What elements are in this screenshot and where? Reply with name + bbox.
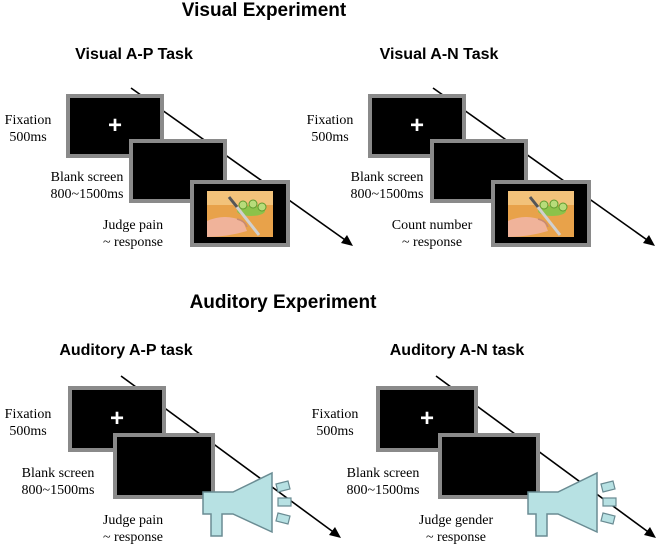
- fixation-cross-icon: +: [409, 112, 425, 139]
- visual-ap-title: Visual A-P Task: [75, 46, 193, 63]
- auditory-an-blank-screen: [438, 433, 540, 499]
- auditory-ap-blank-screen: [113, 433, 215, 499]
- visual-ap-stimulus-screen: [190, 180, 290, 247]
- auditory-ap-response-label: Judge pain~ response: [102, 513, 164, 545]
- fixation-cross-icon: +: [419, 405, 435, 432]
- visual-ap-response-label: Judge pain~ response: [102, 218, 164, 250]
- hand-cutting-cucumber-photo-icon: [207, 191, 273, 237]
- visual-an-stimulus-screen: [491, 180, 591, 247]
- auditory-experiment-title: Auditory Experiment: [189, 292, 377, 313]
- visual-experiment-title: Visual Experiment: [181, 0, 347, 21]
- fixation-cross-icon: +: [109, 405, 125, 432]
- auditory-ap-title: Auditory A-P task: [59, 342, 193, 359]
- fixation-cross-icon: +: [107, 112, 123, 139]
- auditory-an-response-label: Judge gender~ response: [418, 513, 494, 545]
- visual-an-response-label: Count number~ response: [391, 218, 473, 250]
- visual-an-title: Visual A-N Task: [379, 46, 499, 63]
- auditory-an-title: Auditory A-N task: [389, 342, 525, 359]
- hand-cutting-cucumber-photo-icon: [508, 191, 574, 237]
